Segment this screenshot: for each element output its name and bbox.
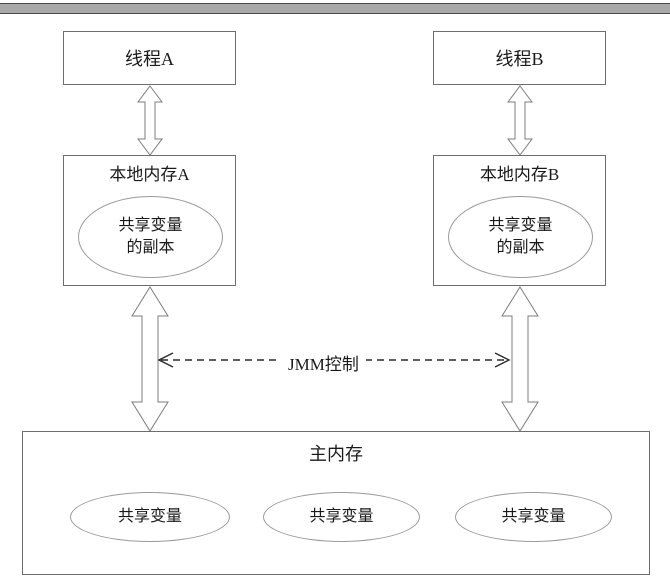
jmm-control-label: JMM控制 [281,350,366,375]
shared-variable-3-label: 共享变量 [501,508,566,526]
local-a-copy-line2: 的副本 [126,239,175,256]
main-memory-shared-variable-ellipse-3: 共享变量 [455,492,612,542]
thread-b-label: 线程B [495,49,544,69]
top-gray-bar [0,3,670,14]
thread-a-box [63,31,236,85]
local-memory-b-shared-copy-ellipse: 共享变量 的副本 [448,196,593,278]
main-memory-shared-variable-ellipse-2: 共享变量 [263,492,420,542]
thread-a-label: 线程A [125,49,174,69]
main-memory-label: 主内存 [309,444,363,464]
local-memory-a-shared-copy-ellipse: 共享变量 的副本 [78,196,223,278]
local-memory-a-label: 本地内存A [109,165,190,184]
local-b-copy-line2: 的副本 [496,239,545,256]
shared-variable-2-label: 共享变量 [309,508,374,526]
main-memory-shared-variable-ellipse-1: 共享变量 [70,492,230,542]
local-b-copy-line1: 共享变量 [488,217,553,235]
thread-b-box [433,31,606,85]
connector-thread-a-to-local-a-icon [137,85,163,156]
connector-thread-b-to-local-b-icon [507,85,533,156]
local-a-copy-line1: 共享变量 [118,217,183,235]
local-memory-b-label: 本地内存B [479,165,560,184]
shared-variable-1-label: 共享变量 [117,508,182,526]
